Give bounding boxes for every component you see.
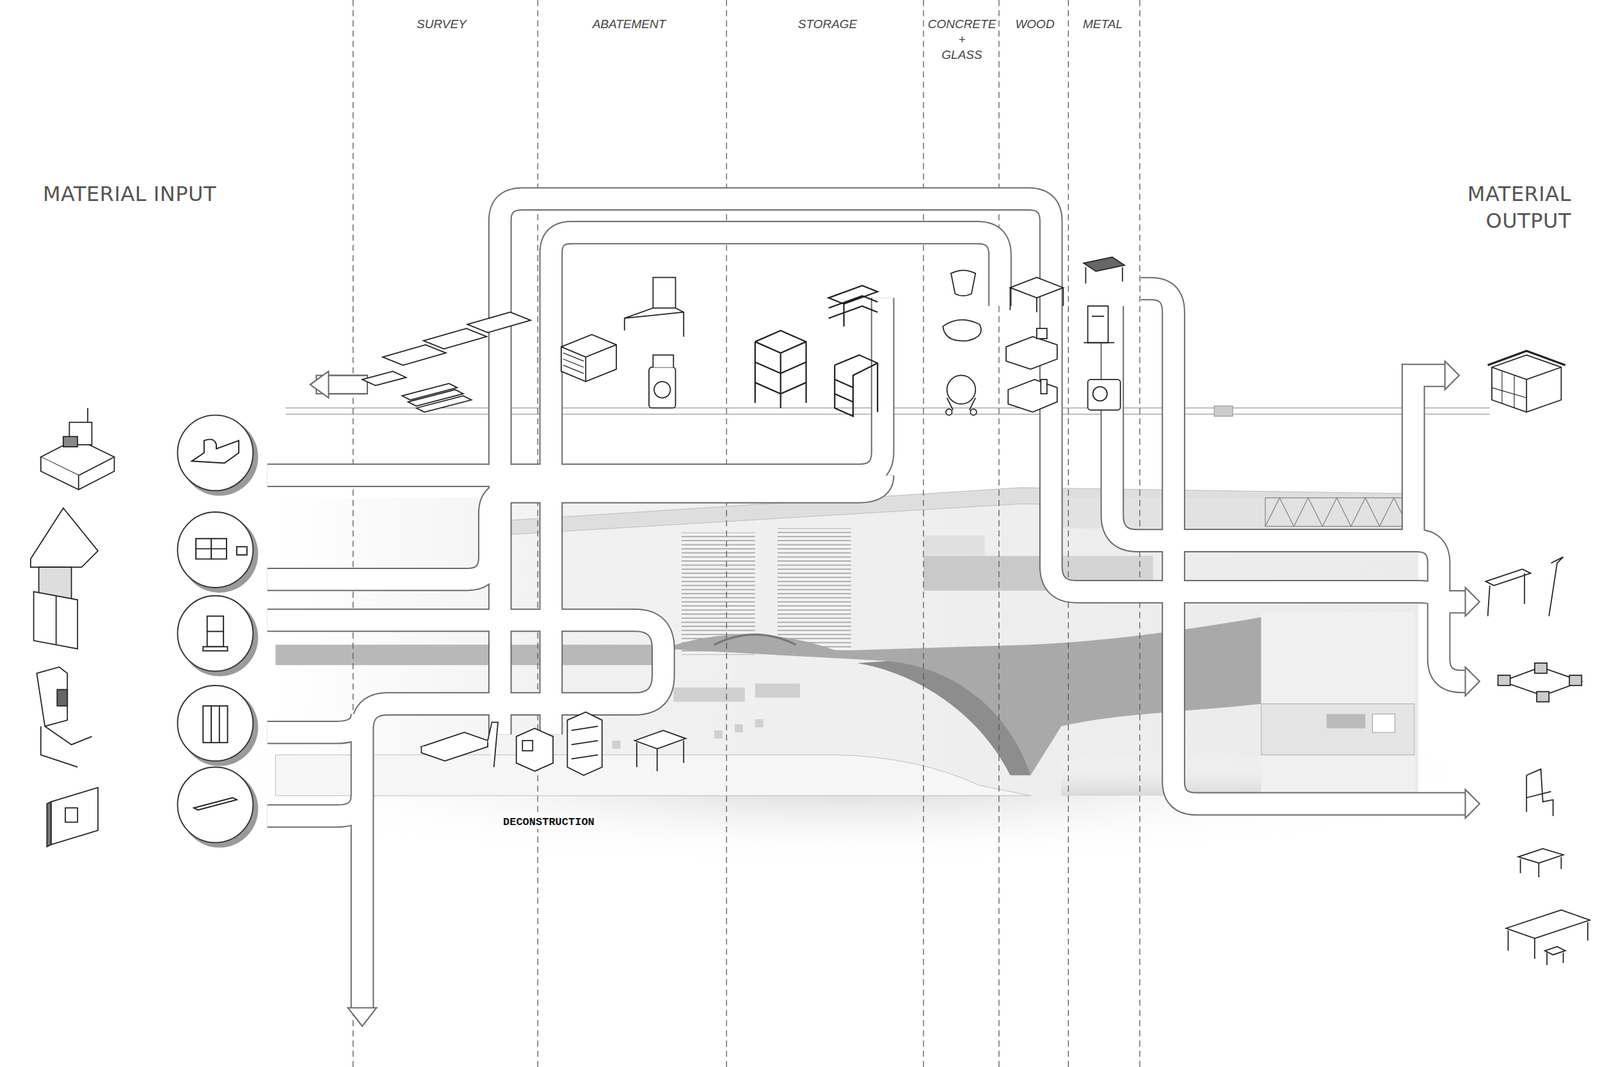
section-heading: MATERIAL INPUT: [42, 180, 312, 208]
output-product-icon: [1485, 350, 1590, 965]
wood-equipment: [1006, 277, 1064, 412]
section-heading: MATERIAL OUTPUT: [1411, 180, 1572, 235]
storage-rack: [755, 285, 878, 416]
zone-label: SURVEY: [377, 16, 506, 32]
concrete-glass-equipment: [942, 270, 982, 415]
flow-arrowhead: [310, 360, 1480, 1026]
abatement-equipment: [561, 277, 684, 408]
zone-label: METAL: [1073, 16, 1132, 32]
zone-label: ABATEMENT: [565, 16, 694, 32]
survey-tiles: [362, 312, 531, 413]
zone-label: DECONSTRUCTION: [501, 815, 597, 829]
zone-label: WOOD: [1006, 16, 1064, 32]
zone-label: CONCRETE + GLASS: [926, 16, 998, 63]
material-circle: [177, 415, 258, 848]
zone-label: STORAGE: [763, 16, 892, 32]
deconstruction-tools: [421, 711, 686, 776]
flow-pipe: [267, 199, 1470, 1012]
metal-equipment: [1083, 257, 1125, 411]
zone-divider: [353, 0, 1140, 1067]
input-building-icon: [30, 407, 115, 847]
